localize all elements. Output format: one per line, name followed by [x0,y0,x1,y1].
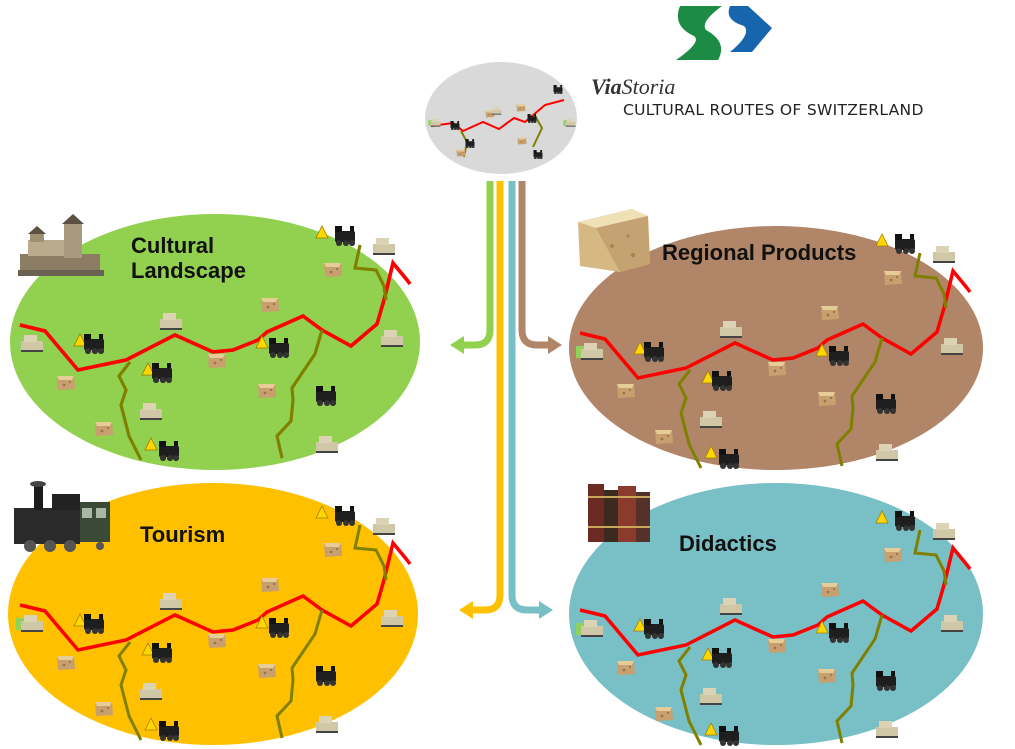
label-regional-products: Regional Products [662,240,857,265]
logo-brand-suffix: Storia [621,74,676,99]
label-cultural-landscape: Cultural Landscape [131,233,246,284]
logo-wordmark: ViaStoria [591,74,675,100]
label-tourism: Tourism [140,522,226,547]
ellipse-tourism [8,483,418,745]
books-icon [588,484,650,542]
logo-brand-prefix: Via [591,74,622,99]
arrow-regional-products [518,181,550,349]
logo-subtitle: CULTURAL ROUTES OF SWITZERLAND [623,101,924,119]
label-didactics: Didactics [679,531,777,556]
arrow-didactics [508,181,541,614]
flow-arrows [450,181,562,619]
cheese-icon [578,209,650,272]
viastoria-logo-icon [676,6,772,60]
arrow-tourism [471,181,504,614]
overview-map [425,62,577,174]
arrow-cultural-landscape [462,181,494,349]
steam-train-icon [14,481,110,552]
